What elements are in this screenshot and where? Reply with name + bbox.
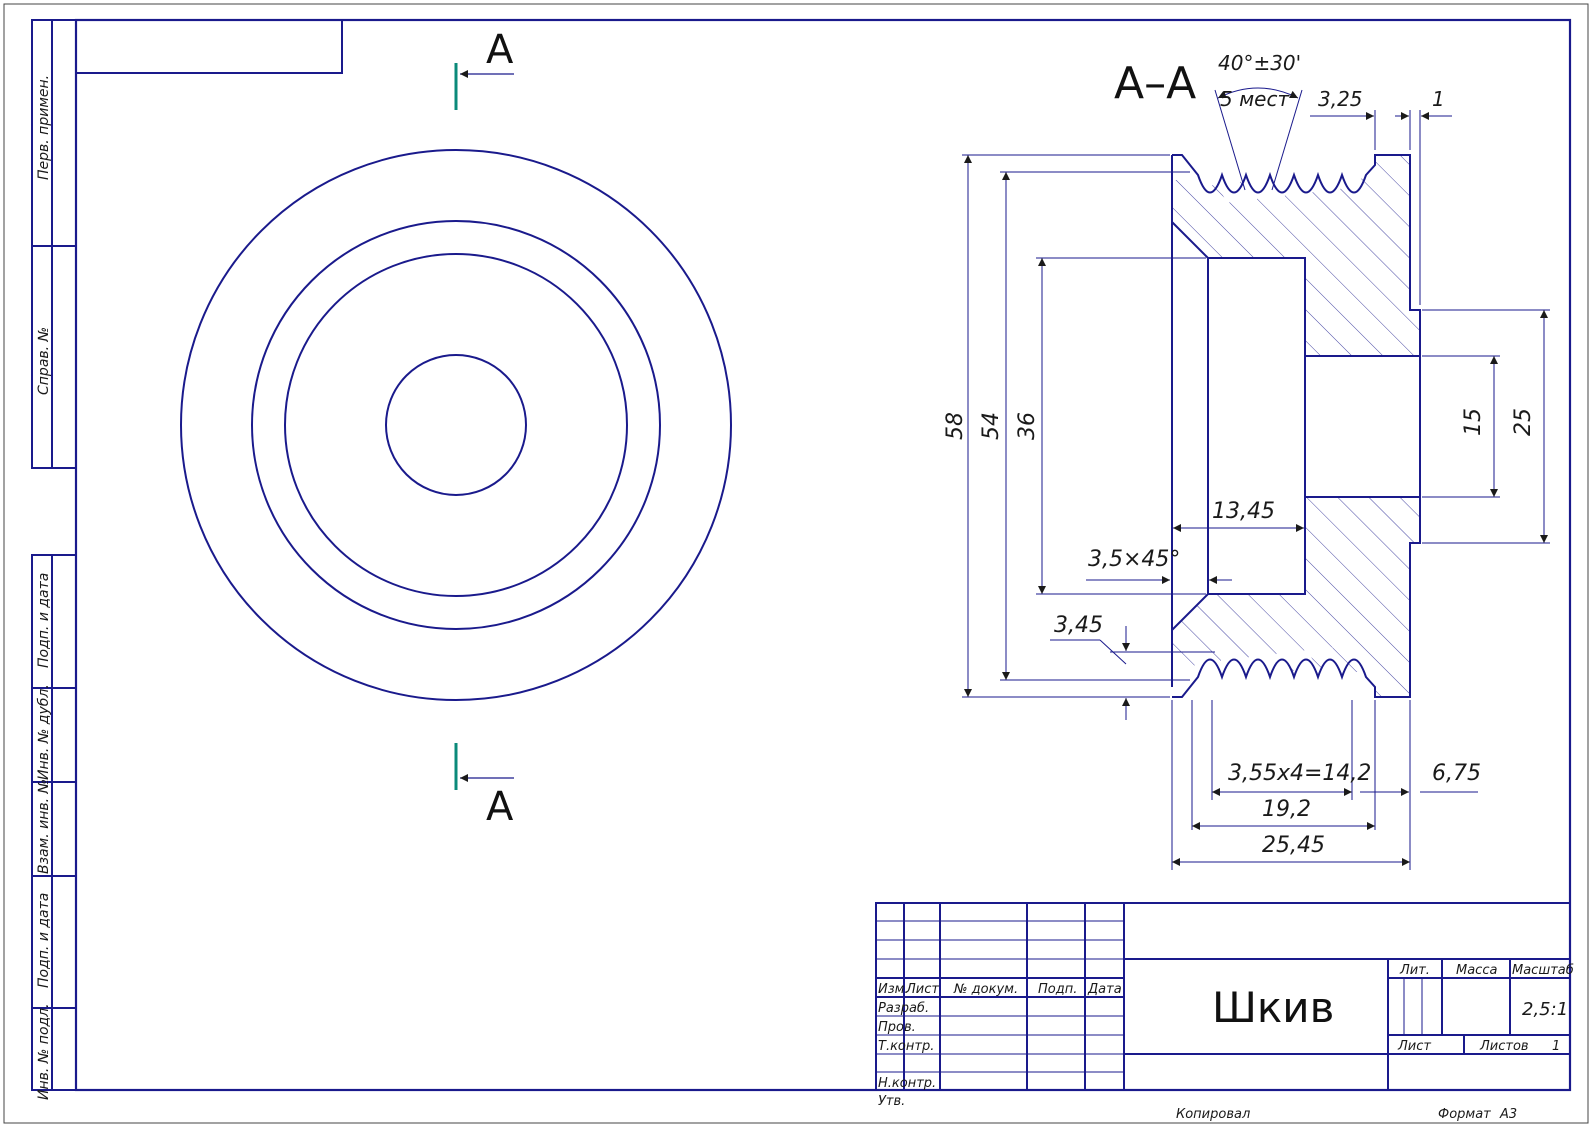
sheet-outer-border <box>3 3 1589 1124</box>
angle-label: 40°±30' <box>1218 51 1301 75</box>
top-left-stamp-box <box>76 20 343 74</box>
dim-58-label: 58 <box>943 412 968 440</box>
groove-circle <box>251 220 661 630</box>
label-podp-data-1: Подп. и дата <box>36 573 52 668</box>
section-title: A–A <box>1114 58 1196 109</box>
label-vzam-inv: Взам. инв. № <box>36 779 52 874</box>
hdr-data: Дата <box>1087 982 1122 997</box>
listov-value: 1 <box>1552 1039 1560 1054</box>
outline-lower <box>1172 497 1421 698</box>
outer-circle <box>180 149 732 701</box>
label-podp-data-2: Подп. и дата <box>36 893 52 988</box>
outline-upper <box>1171 154 1421 687</box>
hub-circle <box>385 354 527 496</box>
scale-value: 2,5:1 <box>1522 999 1568 1020</box>
row-prov: Пров. <box>878 1020 916 1035</box>
dims-right <box>1422 309 1550 544</box>
dim-25-label: 25 <box>1511 408 1536 436</box>
cut-letter-top: A <box>486 27 514 73</box>
row-nkontr: Н.контр. <box>878 1076 936 1091</box>
bore-circle <box>284 253 628 597</box>
cut-letter-bottom: A <box>486 784 514 830</box>
dim-1345-label: 13,45 <box>1212 499 1275 524</box>
dim-192-label: 19,2 <box>1262 797 1311 822</box>
section-view <box>1171 154 1421 698</box>
hdr-list: Лист <box>905 982 939 997</box>
hatch-lower <box>1172 497 1420 697</box>
places-label: 5 мест <box>1220 87 1290 111</box>
dim-15-label: 15 <box>1461 408 1486 436</box>
listov-label: Листов <box>1479 1039 1529 1054</box>
dim-54-label: 54 <box>979 412 1004 440</box>
label-inv-dubl: Инв. № дубл. <box>36 684 52 780</box>
dim-345-label: 3,45 <box>1054 613 1103 638</box>
hdr-doc: № докум. <box>953 982 1018 997</box>
dim-675-label: 6,75 <box>1432 761 1481 786</box>
massa-label: Масса <box>1456 963 1497 978</box>
row-razrab: Разраб. <box>878 1001 929 1016</box>
left-margin-table <box>31 19 77 1091</box>
format-value: А3 <box>1499 1107 1517 1122</box>
dim-345-leader2 <box>1099 639 1127 665</box>
row-utv: Утв. <box>878 1094 905 1109</box>
dim-1-label: 1 <box>1432 87 1445 111</box>
dims-left <box>962 154 1206 698</box>
part-name: Шкив <box>1212 983 1334 1032</box>
list-label: Лист <box>1397 1039 1431 1054</box>
dim-325-label: 3,25 <box>1318 87 1363 111</box>
format-label: Формат <box>1438 1107 1491 1122</box>
hdr-podp: Подп. <box>1038 982 1077 997</box>
dim-chamfer-label: 3,5×45° <box>1088 547 1180 572</box>
label-inv-podl: Инв. № подл. <box>36 1003 52 1100</box>
label-sprav-no: Справ. № <box>36 327 52 395</box>
dim-pitch-label: 3,55х4=14,2 <box>1228 761 1371 786</box>
angle-annotation <box>1214 87 1303 191</box>
dims-bottom <box>1171 700 1478 870</box>
hatch-upper <box>1172 155 1420 356</box>
masshtab-label: Масштаб <box>1512 963 1574 978</box>
kopiroval-label: Копировал <box>1176 1107 1250 1122</box>
title-block <box>875 902 1571 1091</box>
dim-2545-label: 25,45 <box>1262 833 1325 858</box>
label-perv-primen: Перв. примен. <box>36 75 52 180</box>
front-view <box>180 149 732 701</box>
hdr-izm: Изм. <box>878 982 909 997</box>
dim-36-label: 36 <box>1015 412 1040 440</box>
row-tkontr: Т.контр. <box>878 1039 934 1054</box>
lit-label: Лит. <box>1399 963 1430 978</box>
